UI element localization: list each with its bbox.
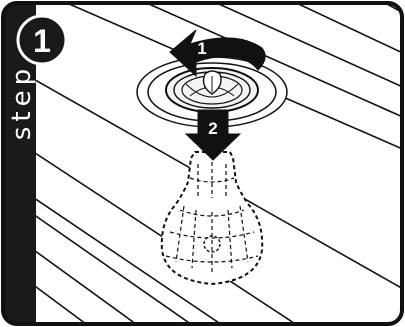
action-2-number: 2	[208, 119, 217, 138]
step-number-badge: 1	[18, 16, 66, 64]
step-label: step	[7, 64, 37, 140]
action-1-number: 1	[197, 39, 206, 58]
step-number: 1	[33, 23, 51, 59]
